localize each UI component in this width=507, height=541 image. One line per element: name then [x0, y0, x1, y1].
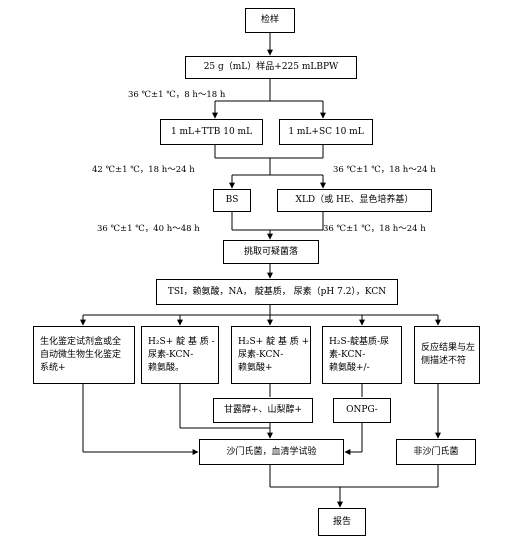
node-col-1-line-3: 系统+ [40, 362, 66, 373]
node-col-3-line-3: 赖氨酸+ [238, 362, 273, 373]
node-col-3: H₂S+ 靛 基 质 + 尿素-KCN- 赖氨酸+ [231, 326, 311, 384]
node-pick-colonies-label: 挑取可疑菌落 [243, 246, 298, 257]
node-enrich-bpw-label: 25 g（mL）样品+225 mLBPW [203, 62, 339, 72]
node-xld: XLD（或 HE、显色培养基） [277, 189, 432, 212]
node-sc-label: 1 mL+SC 10 mL [288, 126, 364, 137]
node-bs: BS [213, 189, 251, 212]
node-col-1-line-2: 自动微生物生化鉴定 [40, 349, 122, 360]
condition-label-5: 36 ℃±1 ℃，18 h～24 h [323, 224, 426, 234]
node-sample: 检样 [245, 8, 295, 33]
node-report-label: 报告 [332, 516, 351, 527]
node-col-3-line-1: H₂S+ 靛 基 质 + [238, 336, 310, 347]
node-col-5-line-1: 反应结果与左 [421, 343, 476, 353]
node-col-2-line-3: 赖氨酸。 [148, 362, 185, 373]
node-col-4-line-2: 素-KCN- [329, 349, 366, 360]
condition-label-3: 36 ℃±1 ℃，18 h～24 h [333, 165, 436, 175]
node-biochem-tests-label: TSI，赖氨酸，NA， 靛基质， 尿素（pH 7.2），KCN [167, 286, 387, 297]
node-col-4-line-3: 赖氨酸+/- [329, 362, 370, 373]
node-col-5-line-2: 侧描述不符 [421, 356, 467, 366]
condition-label-2: 42 ℃±1 ℃，18 h～24 h [92, 165, 195, 175]
node-col-4: H₂S-靛基质-尿 素-KCN- 赖氨酸+/- [322, 326, 402, 384]
node-report: 报告 [318, 508, 366, 536]
node-onpg: ONPG- [333, 398, 391, 423]
node-xld-label: XLD（或 HE、显色培养基） [295, 195, 414, 205]
node-salmonella: 沙门氏菌，血清学试验 [199, 439, 344, 465]
node-biochem-tests: TSI，赖氨酸，NA， 靛基质， 尿素（pH 7.2），KCN [156, 279, 398, 305]
condition-label-4: 36 ℃±1 ℃，40 h～48 h [97, 224, 200, 234]
node-ttb-label: 1 mL+TTB 10 mL [170, 126, 253, 137]
node-col-2: H₂S+ 靛 基 质 - 尿素-KCN- 赖氨酸。 [141, 326, 219, 384]
node-ttb: 1 mL+TTB 10 mL [160, 119, 263, 145]
node-col-2-line-1: H₂S+ 靛 基 质 - [148, 336, 215, 347]
node-col-1: 生化鉴定试剂盒或全 自动微生物生化鉴定 系统+ [33, 326, 135, 384]
node-col-5: 反应结果与左 侧描述不符 [414, 326, 480, 384]
node-non-salmonella-label: 非沙门氏菌 [413, 446, 459, 457]
node-bs-label: BS [225, 195, 239, 205]
condition-label-1: 36 ℃±1 ℃，8 h～18 h [128, 90, 226, 100]
node-mannitol: 甘露醇+、山梨醇+ [213, 398, 313, 423]
node-onpg-label: ONPG- [346, 405, 378, 415]
node-non-salmonella: 非沙门氏菌 [396, 439, 476, 465]
node-col-3-line-2: 尿素-KCN- [238, 349, 284, 360]
node-sample-label: 检样 [260, 15, 279, 25]
node-col-4-line-1: H₂S-靛基质-尿 [329, 336, 390, 347]
node-col-1-line-1: 生化鉴定试剂盒或全 [40, 336, 122, 347]
node-mannitol-label: 甘露醇+、山梨醇+ [223, 405, 303, 415]
node-pick-colonies: 挑取可疑菌落 [223, 240, 319, 264]
node-enrich-bpw: 25 g（mL）样品+225 mLBPW [185, 56, 357, 79]
node-salmonella-label: 沙门氏菌，血清学试验 [226, 446, 317, 457]
node-col-2-line-2: 尿素-KCN- [148, 349, 194, 360]
node-sc: 1 mL+SC 10 mL [279, 119, 373, 145]
